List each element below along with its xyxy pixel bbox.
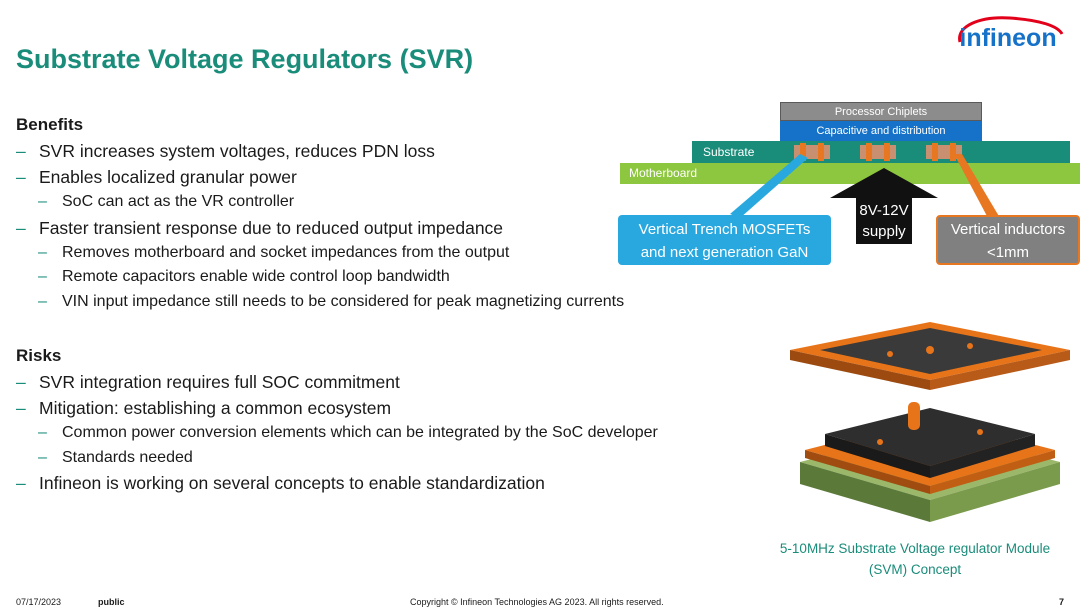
svr-components-icon <box>794 143 962 161</box>
bullet-dash: – <box>38 292 47 310</box>
list-item: –Standards needed <box>16 446 716 471</box>
callout-inductors-line2: <1mm <box>986 244 1030 261</box>
list-item: –SVR increases system voltages, reduces … <box>16 138 716 164</box>
list-item: –Removes motherboard and socket impedanc… <box>16 241 716 266</box>
callout-pointers-icon <box>730 154 1000 218</box>
module-caption: 5-10MHz Substrate Voltage regulator Modu… <box>765 538 1065 580</box>
list-item: –Faster transient response due to reduce… <box>16 215 716 241</box>
list-item-text: SVR increases system voltages, reduces P… <box>39 141 435 161</box>
bullet-dash: – <box>38 193 47 210</box>
bullet-dash: – <box>16 473 26 493</box>
module-caption-line1: 5-10MHz Substrate Voltage regulator Modu… <box>779 541 1051 556</box>
list-item-text: Common power conversion elements which c… <box>62 424 658 441</box>
list-item-text: SoC can act as the VR controller <box>62 193 295 210</box>
list-item-text: Mitigation: establishing a common ecosys… <box>39 398 392 418</box>
callout-inductors: Vertical inductors <1mm <box>936 215 1080 265</box>
bullet-dash: – <box>38 424 47 441</box>
bullet-dash: – <box>16 217 26 238</box>
bullet-dash: – <box>16 398 26 418</box>
list-item-text: Standards needed <box>62 448 193 466</box>
supply-arrow-icon <box>830 168 938 244</box>
list-item-text: Removes motherboard and socket impedance… <box>62 243 510 261</box>
benefits-list: –SVR increases system voltages, reduces … <box>16 138 716 314</box>
slide-title: Substrate Voltage Regulators (SVR) <box>16 44 474 74</box>
supply-voltage: 8V-12V <box>859 202 909 219</box>
list-item: –Enables localized granular power <box>16 164 716 190</box>
supply-word: supply <box>862 223 906 240</box>
list-item: –Infineon is working on several concepts… <box>16 470 716 496</box>
list-item: –Mitigation: establishing a common ecosy… <box>16 395 716 421</box>
footer-classification: public <box>98 597 125 607</box>
processor-chiplets-layer: Processor Chiplets <box>780 102 982 121</box>
infineon-logo-icon: infineon <box>958 16 1064 52</box>
list-item: –SVR integration requires full SOC commi… <box>16 369 716 395</box>
risks-heading: Risks <box>16 346 62 365</box>
callout-mosfets-line1: Vertical Trench MOSFETs <box>638 221 811 238</box>
footer-copyright: Copyright © Infineon Technologies AG 202… <box>410 597 664 607</box>
list-item-text: VIN input impedance still needs to be co… <box>62 292 625 310</box>
list-item: –SoC can act as the VR controller <box>16 190 716 215</box>
logo-text: infineon <box>959 24 1056 52</box>
supply-label: 8V-12V supply <box>830 200 938 242</box>
list-item-text: Faster transient response due to reduced… <box>39 217 504 238</box>
capacitive-distribution-layer: Capacitive and distribution <box>780 121 982 141</box>
list-item: –VIN input impedance still needs to be c… <box>16 290 716 315</box>
list-item: –Remote capacitors enable wide control l… <box>16 265 716 290</box>
footer-date: 07/17/2023 <box>16 597 62 607</box>
bullet-dash: – <box>38 243 47 261</box>
list-item-text: Remote capacitors enable wide control lo… <box>62 268 450 285</box>
svm-module-illustration <box>790 322 1070 522</box>
list-item-text: Infineon is working on several concepts … <box>39 473 545 493</box>
bullet-dash: – <box>16 167 26 187</box>
footer-page-number: 7 <box>1059 597 1065 607</box>
bullet-dash: – <box>38 448 47 466</box>
bullet-dash: – <box>16 141 26 161</box>
callout-mosfets: Vertical Trench MOSFETs and next generat… <box>618 215 831 265</box>
list-item: –Common power conversion elements which … <box>16 421 716 446</box>
module-caption-line2: (SVM) Concept <box>868 562 962 577</box>
benefits-heading: Benefits <box>16 115 84 134</box>
bullet-dash: – <box>16 372 26 392</box>
list-item-text: Enables localized granular power <box>39 167 297 187</box>
callout-mosfets-line2: and next generation GaN <box>640 244 809 261</box>
list-item-text: SVR integration requires full SOC commit… <box>39 372 400 392</box>
risks-list: –SVR integration requires full SOC commi… <box>16 369 716 496</box>
callout-inductors-line1: Vertical inductors <box>950 221 1066 238</box>
bullet-dash: – <box>38 268 47 285</box>
